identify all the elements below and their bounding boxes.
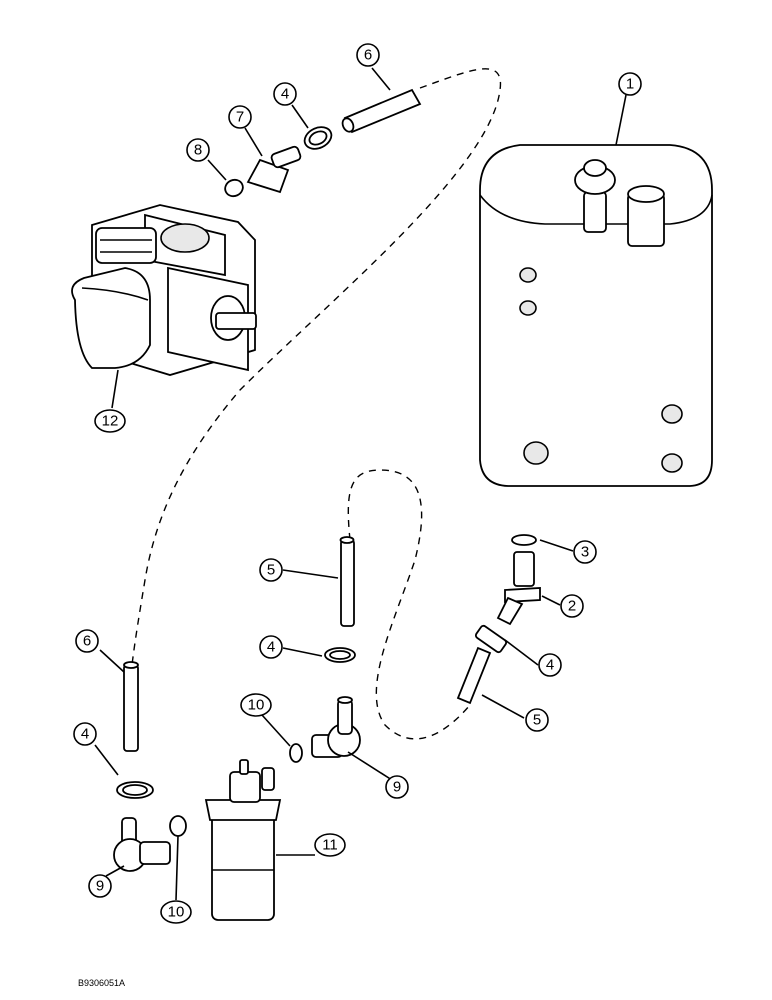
callout-10-upper: 10 — [240, 693, 272, 717]
left-hose — [116, 661, 154, 799]
callout-6-upper-label: 6 — [364, 47, 372, 64]
leader-lines — [94, 67, 627, 901]
reservoir-tank — [479, 144, 713, 487]
callout-11-label: 11 — [322, 837, 338, 854]
callout-6-left-label: 6 — [83, 633, 91, 650]
callout-8-label: 8 — [194, 142, 202, 159]
elbow-fitting-upper — [289, 696, 361, 763]
elbow-fitting-lower — [113, 815, 187, 872]
callout-4-right-label: 4 — [546, 657, 554, 674]
callout-5-right: 5 — [525, 708, 549, 732]
callout-10-lower: 10 — [160, 900, 192, 924]
callout-9-lower: 9 — [88, 874, 112, 898]
callout-12: 12 — [94, 409, 126, 433]
callout-4-upper: 4 — [273, 82, 297, 106]
callout-10-lower-label: 10 — [168, 904, 185, 921]
callout-4-left-label: 4 — [81, 726, 89, 743]
callout-3: 3 — [573, 540, 597, 564]
callout-4-upper-label: 4 — [281, 86, 289, 103]
figure-code: B9306051A — [78, 978, 125, 988]
callout-5-middle: 5 — [259, 558, 283, 582]
callout-2: 2 — [560, 594, 584, 618]
callout-4-left: 4 — [73, 722, 97, 746]
callout-8: 8 — [186, 138, 210, 162]
callout-7-label: 7 — [236, 109, 244, 126]
callout-6-upper: 6 — [356, 43, 380, 67]
hydraulic-pump — [71, 204, 257, 376]
upper-fittings — [224, 88, 422, 198]
callout-9-upper: 9 — [385, 775, 409, 799]
callout-2-label: 2 — [568, 598, 576, 615]
hose-route-lower — [347, 469, 471, 740]
callout-11: 11 — [314, 833, 346, 857]
callout-7: 7 — [228, 105, 252, 129]
callout-9-upper-label: 9 — [393, 779, 401, 796]
callout-4-middle-label: 4 — [267, 639, 275, 656]
callout-10-upper-label: 10 — [248, 697, 265, 714]
callout-5-middle-label: 5 — [267, 562, 275, 579]
callout-1-label: 1 — [626, 76, 634, 93]
callout-3-label: 3 — [581, 544, 589, 561]
middle-hose — [324, 536, 356, 663]
callout-6-left: 6 — [75, 629, 99, 653]
oil-filter — [204, 759, 282, 921]
callout-12-label: 12 — [102, 413, 119, 430]
right-fittings — [456, 534, 541, 705]
hose-route-upper — [131, 68, 502, 666]
callout-9-lower-label: 9 — [96, 878, 104, 895]
callout-1: 1 — [618, 72, 642, 96]
callout-5-right-label: 5 — [533, 712, 541, 729]
callout-4-middle: 4 — [259, 635, 283, 659]
callout-4-right: 4 — [538, 653, 562, 677]
